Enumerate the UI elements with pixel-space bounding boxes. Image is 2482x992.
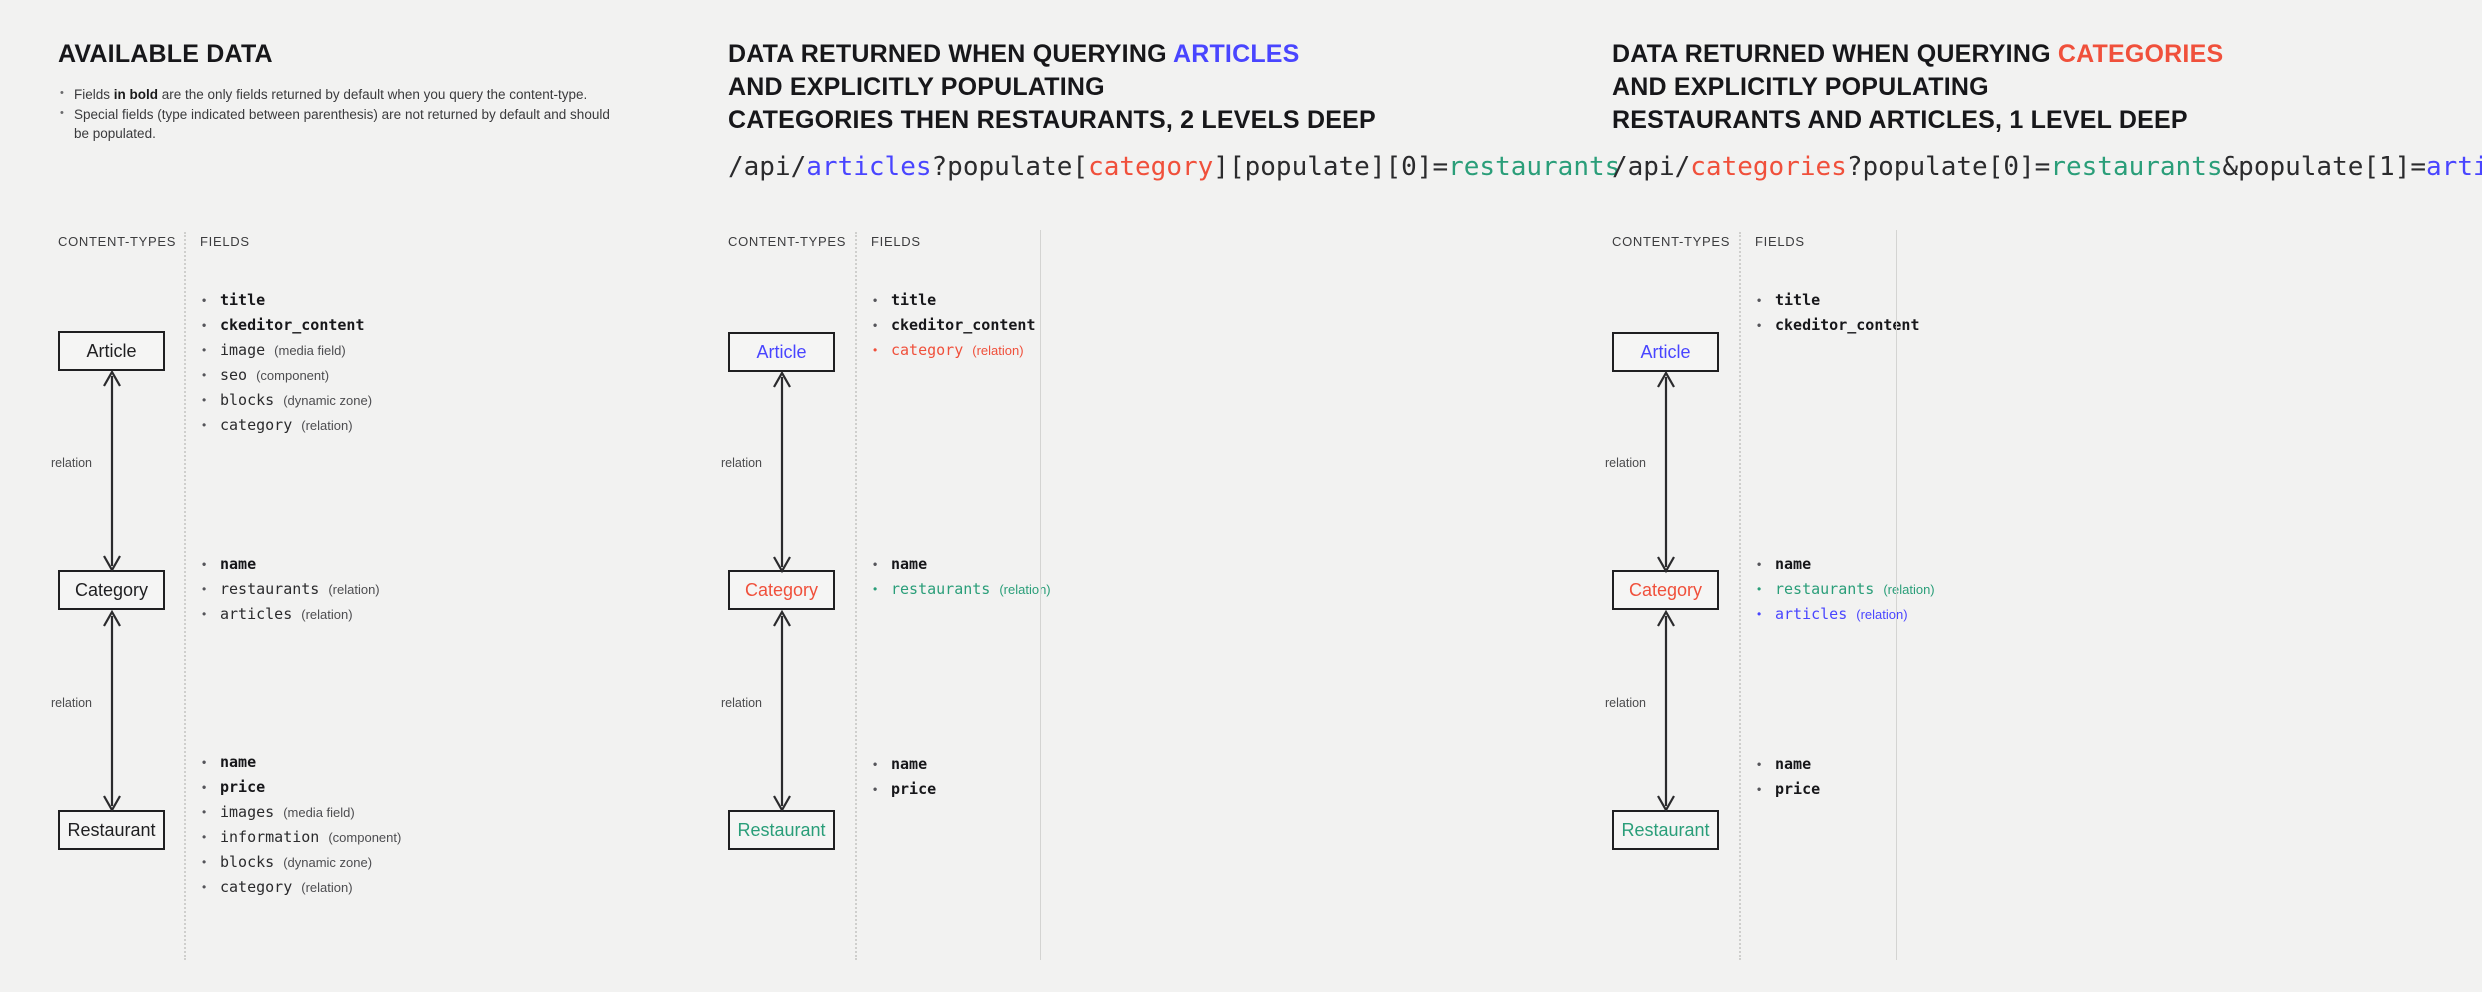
panel3-heading: DATA RETURNED WHEN QUERYING CATEGORIES A… (1612, 38, 2223, 137)
column-label-fields: FIELDS (1755, 234, 1805, 249)
field-row: price (200, 775, 401, 800)
column-label-content-types: CONTENT-TYPES (1612, 234, 1731, 249)
field-row: name (200, 552, 380, 577)
field-row: images(media field) (200, 800, 401, 825)
panel1-heading-line-1: AVAILABLE DATA (58, 40, 273, 68)
fields-group-category: name restaurants(relation) (871, 552, 1051, 602)
dotted-divider (184, 232, 186, 960)
panel3-api-url: /api/categories?populate[0]=restaurants&… (1612, 152, 2482, 182)
entity-box-article[interactable]: Article (1612, 332, 1719, 372)
field-row: name (871, 752, 936, 777)
field-row: ckeditor_content (1755, 313, 1920, 338)
note-item: Fields in bold are the only fields retur… (58, 84, 618, 104)
fields-group-category: name restaurants(relation) articles(rela… (1755, 552, 1935, 627)
panel2-heading: DATA RETURNED WHEN QUERYING ARTICLES AND… (728, 38, 1376, 137)
field-row: ckeditor_content (871, 313, 1036, 338)
panel-query-categories: DATA RETURNED WHEN QUERYING CATEGORIES A… (1605, 0, 2482, 992)
relation-arrow-category-restaurant (103, 609, 121, 813)
panel3-heading-line-3: RESTAURANTS AND ARTICLES, 1 LEVEL DEEP (1612, 106, 2188, 134)
relation-arrow-category-restaurant (1657, 609, 1675, 813)
field-row: price (1755, 777, 1820, 802)
fields-group-article: title ckeditor_content category(relation… (871, 288, 1036, 363)
field-row: name (1755, 752, 1820, 777)
relation-label: relation (51, 696, 92, 710)
panel-separator (1040, 230, 1041, 960)
panel3-heading-line-2: AND EXPLICITLY POPULATING (1612, 73, 1989, 101)
heading-accent: CATEGORIES (2057, 40, 2224, 68)
field-row: articles(relation) (200, 602, 380, 627)
relation-arrow-article-category (103, 369, 121, 573)
entity-box-article[interactable]: Article (728, 332, 835, 372)
field-row: blocks(dynamic zone) (200, 388, 372, 413)
entity-box-category[interactable]: Category (728, 570, 835, 610)
panel2-heading-line-3: CATEGORIES THEN RESTAURANTS, 2 LEVELS DE… (728, 106, 1376, 134)
relation-label: relation (721, 696, 762, 710)
relation-label: relation (721, 456, 762, 470)
entity-box-category[interactable]: Category (58, 570, 165, 610)
fields-group-restaurant: name price images(media field) informati… (200, 750, 401, 900)
field-row: blocks(dynamic zone) (200, 850, 401, 875)
fields-group-category: name restaurants(relation) articles(rela… (200, 552, 380, 627)
heading-accent: ARTICLES (1172, 40, 1300, 68)
panel-available-data: AVAILABLE DATA Fields in bold are the on… (0, 0, 856, 992)
field-row: price (871, 777, 936, 802)
field-row: category(relation) (200, 875, 401, 900)
entity-box-restaurant[interactable]: Restaurant (728, 810, 835, 850)
field-row: image(media field) (200, 338, 372, 363)
entity-box-restaurant[interactable]: Restaurant (1612, 810, 1719, 850)
entity-box-restaurant[interactable]: Restaurant (58, 810, 165, 850)
relation-arrow-category-restaurant (773, 609, 791, 813)
column-label-content-types: CONTENT-TYPES (58, 234, 177, 249)
field-row: restaurants(relation) (1755, 577, 1935, 602)
field-row: category(relation) (200, 413, 372, 438)
field-row: name (1755, 552, 1935, 577)
panel2-heading-line-2: AND EXPLICITLY POPULATING (728, 73, 1105, 101)
field-row: restaurants(relation) (200, 577, 380, 602)
relation-arrow-article-category (1657, 370, 1675, 574)
field-row: category(relation) (871, 338, 1036, 363)
panel2-heading-line-1: DATA RETURNED WHEN QUERYING ARTICLES (728, 40, 1300, 68)
column-label-content-types: CONTENT-TYPES (728, 234, 847, 249)
relation-arrow-article-category (773, 370, 791, 574)
entity-box-article[interactable]: Article (58, 331, 165, 371)
panel3-heading-line-1: DATA RETURNED WHEN QUERYING CATEGORIES (1612, 40, 2224, 68)
field-row: title (871, 288, 1036, 313)
dotted-divider (855, 232, 857, 960)
panel-separator (1896, 230, 1897, 960)
note-item: Special fields (type indicated between p… (58, 104, 618, 143)
panel1-heading: AVAILABLE DATA (58, 38, 273, 71)
column-label-fields: FIELDS (871, 234, 921, 249)
relation-label: relation (1605, 456, 1646, 470)
field-row: title (200, 288, 372, 313)
dotted-divider (1739, 232, 1741, 960)
relation-label: relation (1605, 696, 1646, 710)
column-label-fields: FIELDS (200, 234, 250, 249)
panel2-api-url: /api/articles?populate[category][populat… (728, 152, 1621, 182)
field-row: ckeditor_content (200, 313, 372, 338)
field-row: articles(relation) (1755, 602, 1935, 627)
field-row: name (200, 750, 401, 775)
field-row: information(component) (200, 825, 401, 850)
entity-box-category[interactable]: Category (1612, 570, 1719, 610)
field-row: seo(component) (200, 363, 372, 388)
field-row: restaurants(relation) (871, 577, 1051, 602)
panel-query-articles: DATA RETURNED WHEN QUERYING ARTICLES AND… (721, 0, 1712, 992)
fields-group-restaurant: name price (1755, 752, 1820, 802)
fields-group-restaurant: name price (871, 752, 936, 802)
panel1-notes: Fields in bold are the only fields retur… (58, 84, 618, 143)
relation-label: relation (51, 456, 92, 470)
fields-group-article: title ckeditor_content image(media field… (200, 288, 372, 438)
fields-group-article: title ckeditor_content (1755, 288, 1920, 338)
field-row: name (871, 552, 1051, 577)
field-row: title (1755, 288, 1920, 313)
